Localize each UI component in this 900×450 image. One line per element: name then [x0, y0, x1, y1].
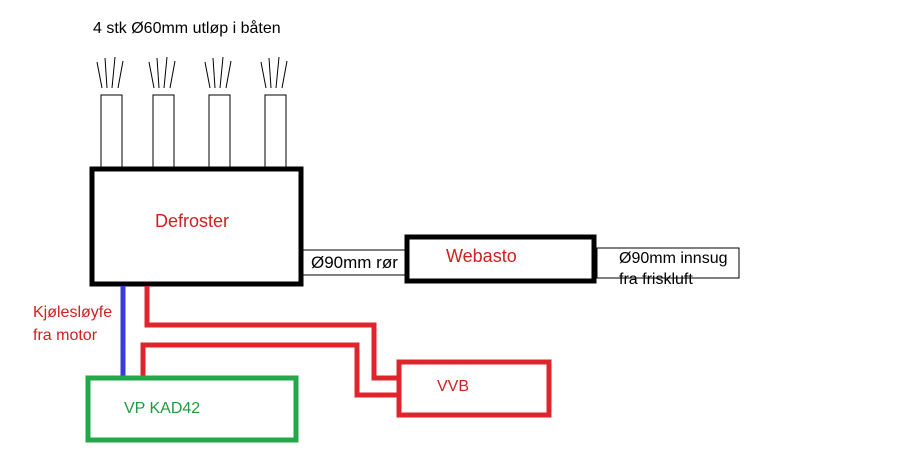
coolant-label-line2: fra motor — [33, 327, 98, 344]
outlet-tubes — [96, 56, 288, 169]
outlet-tube — [96, 56, 124, 169]
hot-water-pipe-lower — [140, 342, 398, 398]
coolant-label-line1: Kjølesløyfe — [33, 304, 113, 321]
defroster-label: Defroster — [155, 211, 230, 231]
outlet-tube — [148, 56, 176, 169]
outlet-tube — [204, 56, 232, 169]
vp-label: VP KAD42 — [124, 400, 201, 417]
intake-label-line1: Ø90mm innsug — [619, 250, 728, 267]
hot-water-pipe-upper — [144, 286, 398, 381]
vp-box — [85, 375, 299, 443]
intake-label-line2: fra friskluft — [619, 271, 693, 288]
webasto-label: Webasto — [446, 246, 517, 266]
outlets-caption: 4 stk Ø60mm utløp i båten — [93, 20, 281, 37]
outlet-tube — [260, 56, 288, 169]
intake-pipe — [596, 247, 740, 279]
vvb-box — [396, 359, 552, 418]
vvb-label: VVB — [437, 378, 470, 395]
duct-label: Ø90mm rør — [311, 253, 398, 272]
defroster-box — [89, 166, 304, 287]
webasto-box — [404, 234, 597, 284]
